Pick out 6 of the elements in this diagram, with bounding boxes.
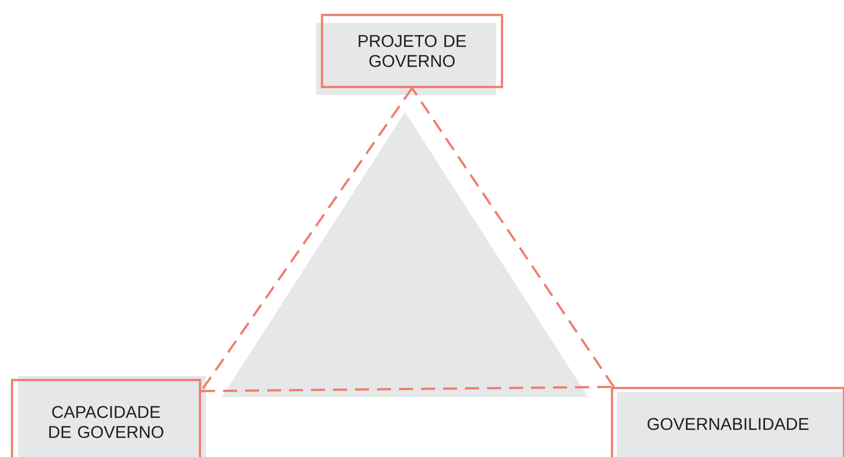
dashed-line [411, 87, 615, 388]
text-box: CAPACIDADE DE GOVERNO [10, 376, 206, 457]
dashed-line [201, 386, 614, 392]
text-box: GOVERNABILIDADE [610, 386, 844, 457]
dashed-line [200, 87, 413, 392]
text-box: PROJETO DE GOVERNO [316, 14, 504, 95]
